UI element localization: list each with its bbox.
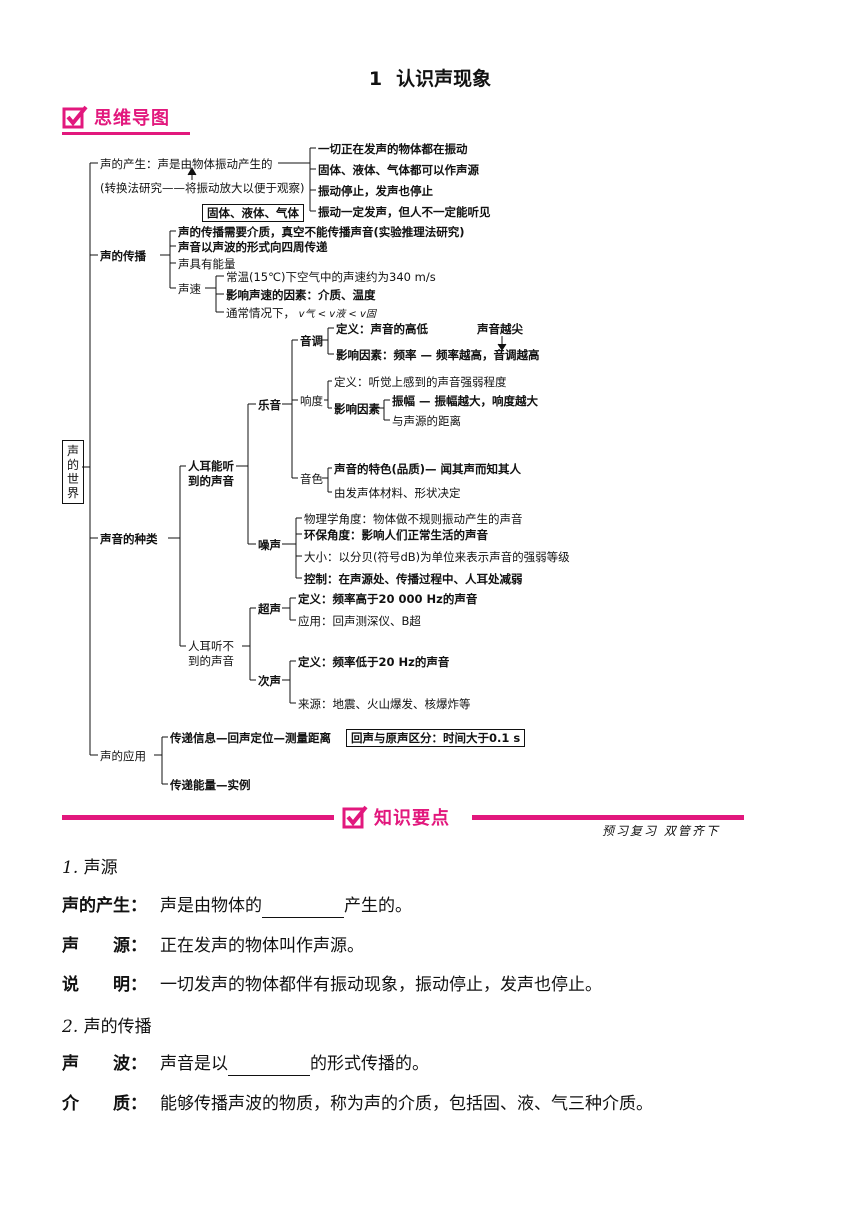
section-divider (472, 815, 744, 820)
node-loudness-factor: 影响因素 (334, 402, 380, 416)
node-loudness-def: 定义：听觉上感到的声音强弱程度 (334, 375, 507, 389)
node-infrasound-item: 定义：频率低于20 Hz的声音 (298, 655, 450, 669)
node-pitch-factor: 影响因素：频率 — 频率越高，音调越高 (336, 348, 540, 362)
node-production-point: 振动停止，发声也停止 (318, 184, 433, 198)
node-timbre: 音色 (300, 472, 323, 486)
node-noise-item: 环保角度：影响人们正常生活的声音 (304, 528, 488, 542)
node-propagation-item: 声具有能量 (178, 257, 236, 271)
node-noise: 噪声 (258, 538, 281, 552)
point-medium: 介 质：能够传播声波的物质，称为声的介质，包括固、液、气三种介质。 (62, 1094, 653, 1114)
section-knowledge-badge: 知识要点 (342, 804, 450, 830)
heading-sound-source: 1. 声源 (62, 858, 118, 878)
node-production-point: 振动一定发声，但人不一定能听见 (318, 205, 491, 219)
checkbox-icon (342, 805, 368, 829)
node-loudness-factor-item: 振幅 — 振幅越大，响度越大 (392, 394, 539, 408)
point-source: 声 源：正在发声的物体叫作声源。 (62, 936, 364, 956)
node-inaudible: 人耳听不到的声音 (188, 639, 234, 668)
node-ultrasound-item: 定义：频率高于20 000 Hz的声音 (298, 592, 478, 606)
node-speed: 声速 (178, 282, 201, 296)
node-production: 声的产生：声是由物体振动产生的 (100, 157, 273, 171)
node-production-point: 一切正在发声的物体都在振动 (318, 142, 468, 156)
checkbox-icon (62, 105, 88, 129)
fill-blank[interactable] (228, 1057, 310, 1076)
node-propagation: 声的传播 (100, 249, 146, 263)
node-musical: 乐音 (258, 398, 281, 412)
node-noise-item: 控制：在声源处、传播过程中、人耳处减弱 (304, 572, 523, 586)
node-propagation-item: 声音以声波的形式向四周传递 (178, 240, 328, 254)
node-noise-item: 大小：以分贝(符号dB)为单位来表示声音的强弱等级 (304, 550, 570, 564)
point-wave: 声 波：声音是以的形式传播的。 (62, 1054, 429, 1076)
node-pitch-note: 声音越尖 (477, 322, 523, 336)
node-sources-box: 固体、液体、气体 (202, 204, 304, 222)
heading-propagation: 2. 声的传播 (62, 1017, 152, 1037)
fill-blank[interactable] (262, 899, 344, 918)
node-timbre-item: 由发声体材料、形状决定 (334, 486, 461, 500)
node-propagation-item: 声的传播需要介质，真空不能传播声音(实验推理法研究) (178, 225, 465, 239)
node-speed-item: 通常情况下， v气 < v液 < v固 (226, 306, 376, 320)
node-infrasound: 次声 (258, 674, 281, 688)
node-audible: 人耳能听到的声音 (188, 459, 234, 488)
node-loudness-factor-item: 与声源的距离 (392, 414, 461, 428)
node-app-info: 传递信息—回声定位—测量距离 (170, 731, 331, 745)
node-loudness: 响度 (300, 394, 323, 408)
section-divider (62, 815, 334, 820)
node-pitch-def: 定义：声音的高低 (336, 322, 428, 336)
point-production: 声的产生：声是由物体的产生的。 (62, 896, 412, 918)
node-ultrasound: 超声 (258, 602, 281, 616)
node-noise-item: 物理学角度：物体做不规则振动产生的声音 (304, 512, 523, 526)
node-timbre-item: 声音的特色(品质)— 闻其声而知其人 (334, 462, 522, 476)
node-ultrasound-item: 应用：回声测深仪、B超 (298, 614, 421, 628)
mindmap-root: 声的世界 (62, 440, 84, 504)
node-production-method: (转换法研究——将振动放大以便于观察) (100, 181, 305, 195)
section-motto: 预习复习 双管齐下 (602, 824, 720, 838)
node-infrasound-item: 来源：地震、火山爆发、核爆炸等 (298, 697, 471, 711)
node-production-point: 固体、液体、气体都可以作声源 (318, 163, 479, 177)
node-pitch: 音调 (300, 334, 323, 348)
node-app-energy: 传递能量—实例 (170, 778, 251, 792)
section-mindmap-badge: 思维导图 (62, 104, 190, 135)
node-types: 声音的种类 (100, 532, 158, 546)
node-echo-box: 回声与原声区分：时间大于0.1 s (346, 729, 526, 747)
node-applications: 声的应用 (100, 749, 146, 763)
node-speed-item: 影响声速的因素：介质、温度 (226, 288, 376, 302)
node-speed-item: 常温(15℃)下空气中的声速约为340 m/s (226, 270, 436, 284)
point-note: 说 明：一切发声的物体都伴有振动现象，振动停止，发声也停止。 (62, 975, 602, 995)
